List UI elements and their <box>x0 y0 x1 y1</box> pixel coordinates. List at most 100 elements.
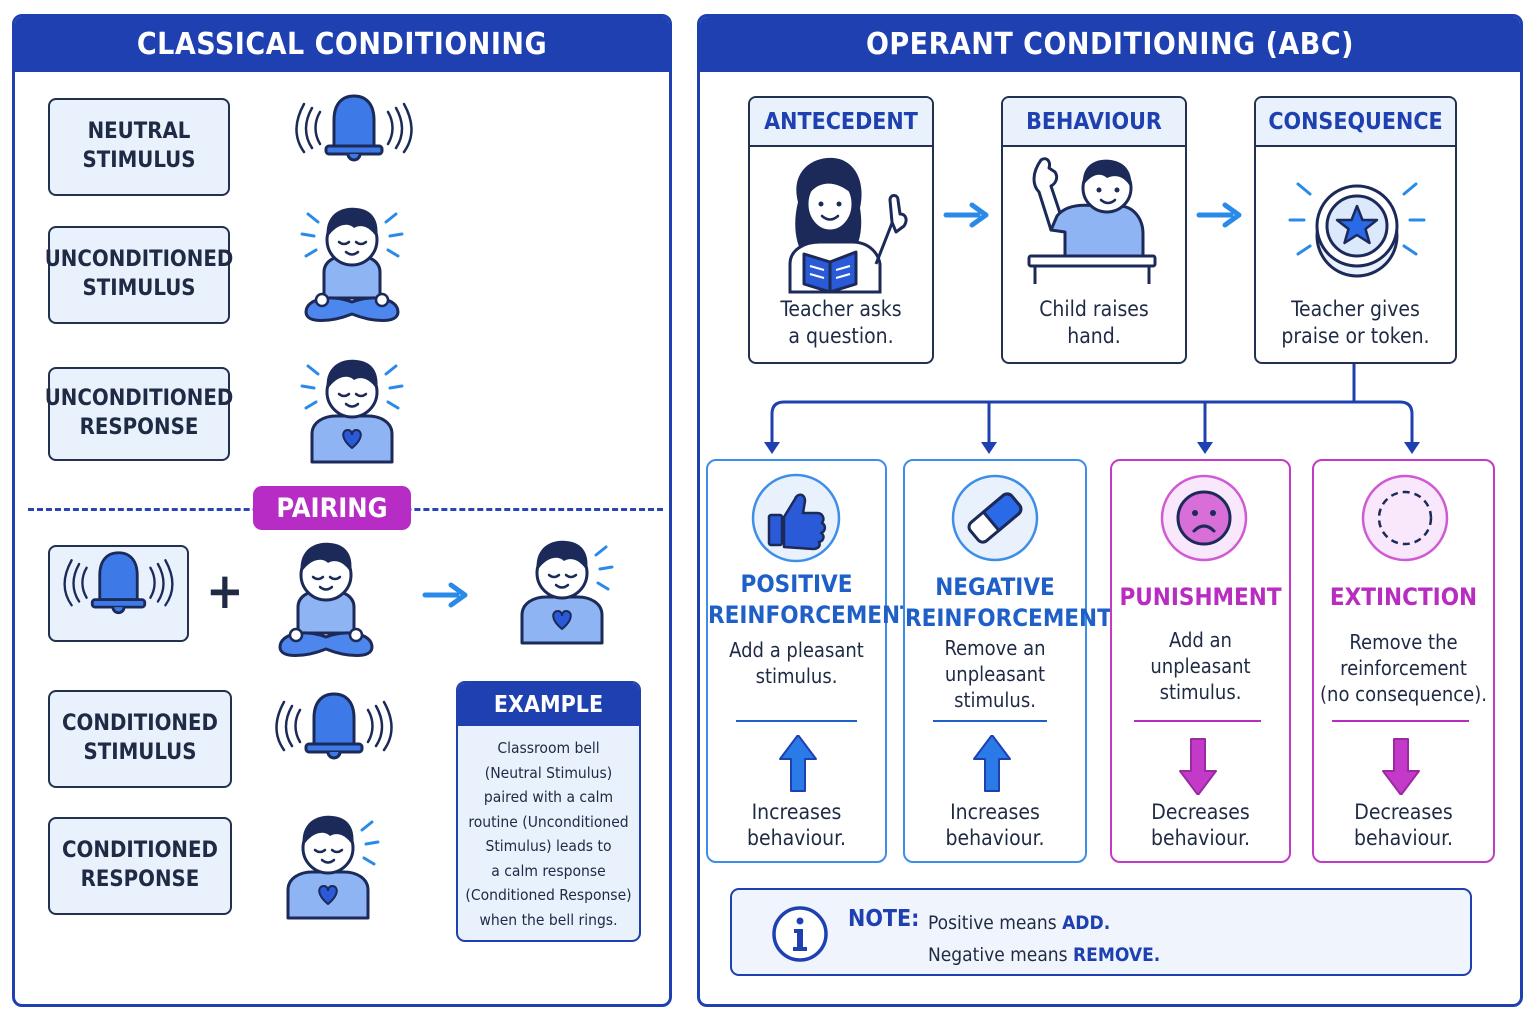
extinction-title: EXTINCTION <box>1329 583 1478 611</box>
card-title-line: REINFORCEMENT <box>708 601 915 629</box>
card-desc-line: stimulus. <box>954 688 1036 712</box>
arrow-up-icon <box>779 735 817 792</box>
positive-reinforcement-title: POSITIVE REINFORCEMENT <box>708 569 915 631</box>
card-title-line: NEGATIVE <box>935 573 1055 601</box>
conditioned-response-box: CONDITIONED RESPONSE <box>48 817 232 915</box>
bell-ringing-icon <box>275 692 393 760</box>
note-line-1-text: Positive means <box>928 912 1063 934</box>
note-keyword-remove: REMOVE. <box>1072 944 1161 966</box>
card-effect-line: Decreases <box>1151 800 1250 824</box>
card-effect-line: Increases <box>950 800 1040 824</box>
example-text: Classroom bell (Neutral Stimulus) paired… <box>458 726 639 932</box>
card-divider <box>736 720 857 722</box>
card-desc-line: Add an <box>1169 628 1232 652</box>
conditioned-response-line1: CONDITIONED <box>62 838 218 864</box>
note-keyword-add: ADD. <box>1062 912 1111 934</box>
plus-sign: + <box>206 562 244 620</box>
arrow-right-icon <box>941 200 991 230</box>
example-line: a calm response <box>491 861 606 880</box>
pairing-badge: PAIRING <box>253 486 411 530</box>
arrow-down-icon <box>1179 738 1217 795</box>
card-effect-line: behaviour. <box>1151 826 1250 850</box>
antecedent-desc-line1: Teacher asks <box>780 297 902 321</box>
antecedent-heading: ANTECEDENT <box>750 98 932 147</box>
arrow-right-icon <box>1194 200 1244 230</box>
arrow-up-icon <box>973 735 1011 792</box>
neutral-stimulus-line2: STIMULUS <box>82 148 196 173</box>
child-raising-hand-icon <box>1027 157 1157 284</box>
dashed-circle-icon <box>1361 474 1449 562</box>
calm-child-heart-icon <box>300 352 404 478</box>
bell-ringing-icon <box>295 94 413 162</box>
unconditioned-response-line1: UNCONDITIONED <box>44 386 234 412</box>
card-divider <box>1134 720 1261 722</box>
note-line-2: Negative means REMOVE. <box>928 944 1160 966</box>
card-desc-line: Remove an <box>944 636 1046 660</box>
bell-ringing-icon <box>63 550 174 614</box>
arrow-down-icon <box>1382 738 1420 795</box>
card-desc-line: unpleasant <box>1150 654 1251 678</box>
teacher-book-icon <box>788 157 908 294</box>
conditioned-response-line2: RESPONSE <box>80 867 200 892</box>
example-box: EXAMPLE Classroom bell (Neutral Stimulus… <box>456 681 641 942</box>
branch-connector <box>764 364 1420 454</box>
card-effect-line: behaviour. <box>1354 826 1453 850</box>
eraser-icon <box>951 474 1039 562</box>
unconditioned-stimulus-line1: UNCONDITIONED <box>44 247 234 273</box>
behaviour-desc-line2: hand. <box>1067 324 1121 348</box>
behaviour-heading: BEHAVIOUR <box>1003 98 1185 147</box>
calm-child-heart-icon <box>258 808 380 936</box>
punishment-title: PUNISHMENT <box>1119 583 1282 611</box>
behaviour-box: BEHAVIOUR Child raises hand. <box>1001 96 1187 364</box>
note-line-2-text: Negative means <box>928 944 1073 966</box>
arrow-right-icon <box>420 580 470 610</box>
classical-title: CLASSICAL CONDITIONING <box>15 17 669 72</box>
operant-title: OPERANT CONDITIONING (ABC) <box>700 17 1520 72</box>
example-line: paired with a calm <box>483 788 614 806</box>
unconditioned-response-line2: RESPONSE <box>79 415 199 440</box>
card-desc-line: stimulus. <box>1159 680 1242 704</box>
consequence-box: CONSEQUENCE Teacher gives praise or token… <box>1254 96 1457 364</box>
example-line: routine (Unconditioned <box>468 812 629 831</box>
note-label: NOTE: <box>848 906 920 932</box>
behaviour-desc-line1: Child raises <box>1039 297 1149 321</box>
meditating-child-icon <box>256 535 396 685</box>
unconditioned-response-box: UNCONDITIONED RESPONSE <box>45 367 233 461</box>
consequence-desc-line1: Teacher gives <box>1291 297 1420 321</box>
example-line: Classroom bell <box>497 739 600 757</box>
consequence-heading: CONSEQUENCE <box>1256 98 1455 147</box>
calm-child-heart-icon <box>492 533 614 661</box>
behaviour-desc: Child raises hand. <box>1003 296 1185 350</box>
card-title-line: REINFORCEMENT <box>905 604 1112 632</box>
consequence-desc-line2: praise or token. <box>1281 324 1430 348</box>
thumbs-up-icon <box>751 473 841 563</box>
note-box: NOTE: Positive means ADD. Negative means… <box>730 888 1472 976</box>
sad-face-icon <box>1160 474 1248 562</box>
conditioned-stimulus-line2: STIMULUS <box>83 740 197 765</box>
card-desc-line: Add a pleasant <box>729 638 864 662</box>
bell-box <box>48 545 189 642</box>
card-desc-line: Remove the <box>1349 630 1458 654</box>
info-icon <box>772 906 828 962</box>
card-title-line: POSITIVE <box>740 570 853 598</box>
example-line: (Conditioned Response) <box>465 886 632 904</box>
example-line: when the bell rings. <box>479 910 618 929</box>
star-token-icon <box>1288 182 1426 278</box>
meditating-child-icon <box>300 200 404 350</box>
example-line: Stimulus) leads to <box>485 837 612 855</box>
card-desc-line: unpleasant <box>944 662 1046 686</box>
